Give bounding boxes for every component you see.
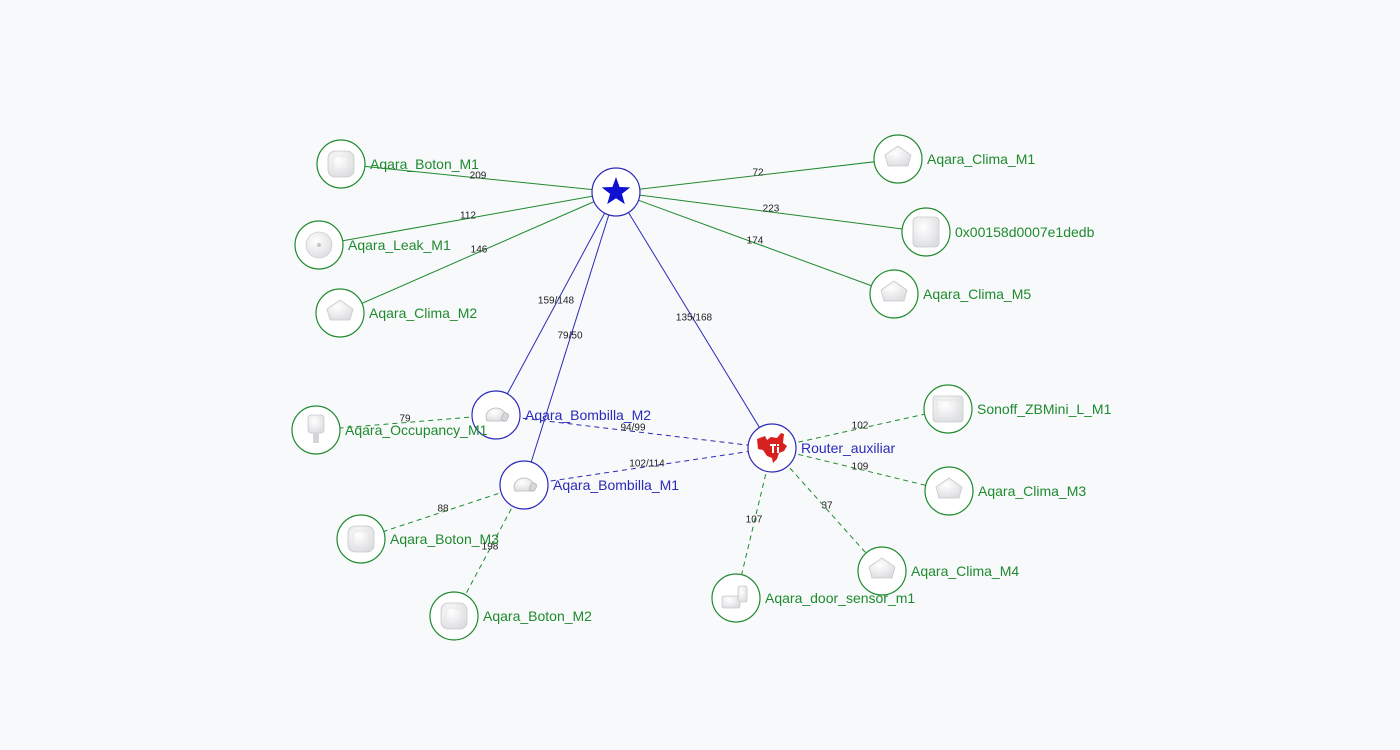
bulb-icon — [513, 477, 538, 492]
edge-link-quality-label: 102 — [852, 421, 869, 432]
node-label: 0x00158d0007e1dedb — [955, 224, 1095, 240]
node-label: Aqara_Clima_M2 — [369, 305, 477, 321]
climate-sensor-icon — [935, 477, 963, 499]
edge-bm1-botonM2 — [453, 484, 525, 617]
climate-sensor-icon — [884, 145, 912, 167]
node-aqara-leak-m1[interactable]: Aqara_Leak_M1 — [294, 220, 451, 270]
node-aqara-clima-m1[interactable]: Aqara_Clima_M1 — [873, 134, 1035, 184]
node-router-auxiliar[interactable]: Router_auxiliar — [747, 423, 895, 473]
edge-coord-botonM1 — [340, 163, 617, 193]
edge-bm1-botonM3 — [360, 484, 525, 540]
node-0x00158d0007e1dedb[interactable]: 0x00158d0007e1dedb — [901, 207, 1095, 257]
edge-coord-bm1 — [523, 191, 617, 486]
node-aqara-bombilla-m1[interactable]: Aqara_Bombilla_M1 — [499, 460, 679, 510]
coordinator-node[interactable] — [591, 167, 641, 217]
node-label: Aqara_Clima_M4 — [911, 563, 1019, 579]
edge-link-quality-label: 88 — [437, 504, 449, 515]
edge-ra-climaM3 — [771, 447, 950, 492]
edge-link-quality-label: 37 — [821, 501, 833, 512]
node-aqara-occupancy-m1[interactable]: Aqara_Occupancy_M1 — [291, 405, 488, 455]
node-aqara-bombilla-m2[interactable]: Aqara_Bombilla_M2 — [471, 390, 651, 440]
edge-link-quality-label: 94/99 — [620, 423, 645, 434]
node-label: Aqara_Boton_M2 — [483, 608, 592, 624]
node-label: Router_auxiliar — [801, 440, 895, 456]
node-label: Aqara_Clima_M3 — [978, 483, 1086, 499]
switch-module-icon — [932, 395, 964, 423]
leak-sensor-icon — [305, 231, 333, 259]
edge-link-quality-label: 135/168 — [676, 313, 713, 324]
node-aqara-door-sensor-m1[interactable]: Aqara_door_sensor_m1 — [711, 573, 915, 623]
button-device-icon — [347, 525, 375, 553]
edge-link-quality-label: 107 — [746, 515, 763, 526]
bulb-icon — [485, 407, 510, 422]
node-label: Aqara_Bombilla_M2 — [525, 407, 651, 423]
edge-link-quality-label: 223 — [763, 204, 780, 215]
climate-sensor-icon — [868, 557, 896, 579]
climate-sensor-icon — [880, 280, 908, 302]
edge-ra-climaM4 — [771, 447, 883, 572]
edge-coord-climaM1 — [615, 158, 899, 193]
edge-labels-layer: 209 112 146 72 223 174 159/148 79/50 135/168 79 94… — [399, 168, 868, 553]
edge-coord-climaM2 — [339, 191, 617, 314]
node-label: Aqara_Clima_M5 — [923, 286, 1031, 302]
edge-coord-leakM1 — [318, 191, 617, 246]
edge-coord-bm2 — [495, 191, 617, 416]
edge-bm2-occM1 — [315, 414, 497, 431]
node-aqara-boton-m2[interactable]: Aqara_Boton_M2 — [429, 591, 592, 641]
node-aqara-clima-m4[interactable]: Aqara_Clima_M4 — [857, 546, 1019, 596]
node-label: Sonoff_ZBMini_L_M1 — [977, 401, 1112, 417]
edge-link-quality-label: 198 — [482, 542, 499, 553]
node-label: Aqara_door_sensor_m1 — [765, 590, 915, 606]
node-label: Aqara_Bombilla_M1 — [553, 477, 679, 493]
node-label: Aqara_Clima_M1 — [927, 151, 1035, 167]
edges-layer — [315, 158, 950, 617]
door-sensor-icon — [721, 585, 748, 609]
edge-bm2-ra — [495, 414, 773, 449]
node-aqara-boton-m3[interactable]: Aqara_Boton_M3 — [336, 514, 499, 564]
generic-device-icon — [912, 216, 940, 248]
edge-link-quality-label: 174 — [747, 236, 764, 247]
edge-ra-door — [735, 447, 773, 599]
climate-sensor-icon — [326, 299, 354, 321]
motion-sensor-icon — [307, 414, 325, 443]
node-label: Aqara_Occupancy_M1 — [345, 422, 488, 438]
edge-link-quality-label: 102/114 — [629, 459, 665, 470]
edge-link-quality-label: 72 — [752, 168, 764, 179]
edge-link-quality-label: 109 — [852, 462, 869, 473]
node-label: Aqara_Boton_M1 — [370, 156, 479, 172]
node-aqara-clima-m5[interactable]: Aqara_Clima_M5 — [869, 269, 1031, 319]
node-aqara-clima-m3[interactable]: Aqara_Clima_M3 — [924, 466, 1086, 516]
node-label: Aqara_Boton_M3 — [390, 531, 499, 547]
node-aqara-clima-m2[interactable]: Aqara_Clima_M2 — [315, 288, 477, 338]
edge-coord-climaM5 — [615, 191, 895, 295]
button-device-icon — [327, 150, 355, 178]
edge-link-quality-label: 79 — [399, 414, 411, 425]
button-device-icon — [440, 602, 468, 630]
edge-link-quality-label: 79/50 — [557, 331, 582, 342]
edge-coord-hex — [615, 191, 927, 233]
edge-coord-ra — [615, 191, 773, 449]
edge-link-quality-label: 146 — [471, 245, 488, 256]
node-label: Aqara_Leak_M1 — [348, 237, 451, 253]
edge-ra-sonoff — [771, 408, 949, 449]
texas-instruments-logo-icon — [757, 433, 787, 463]
edge-link-quality-label: 209 — [470, 171, 487, 182]
node-sonoff-zbmini-l-m1[interactable]: Sonoff_ZBMini_L_M1 — [923, 384, 1112, 434]
edge-link-quality-label: 112 — [460, 211, 476, 222]
edge-bm1-ra — [523, 447, 773, 486]
node-aqara-boton-m1[interactable]: Aqara_Boton_M1 — [316, 139, 479, 189]
star-icon — [601, 177, 631, 205]
edge-link-quality-label: 159/148 — [538, 296, 575, 307]
